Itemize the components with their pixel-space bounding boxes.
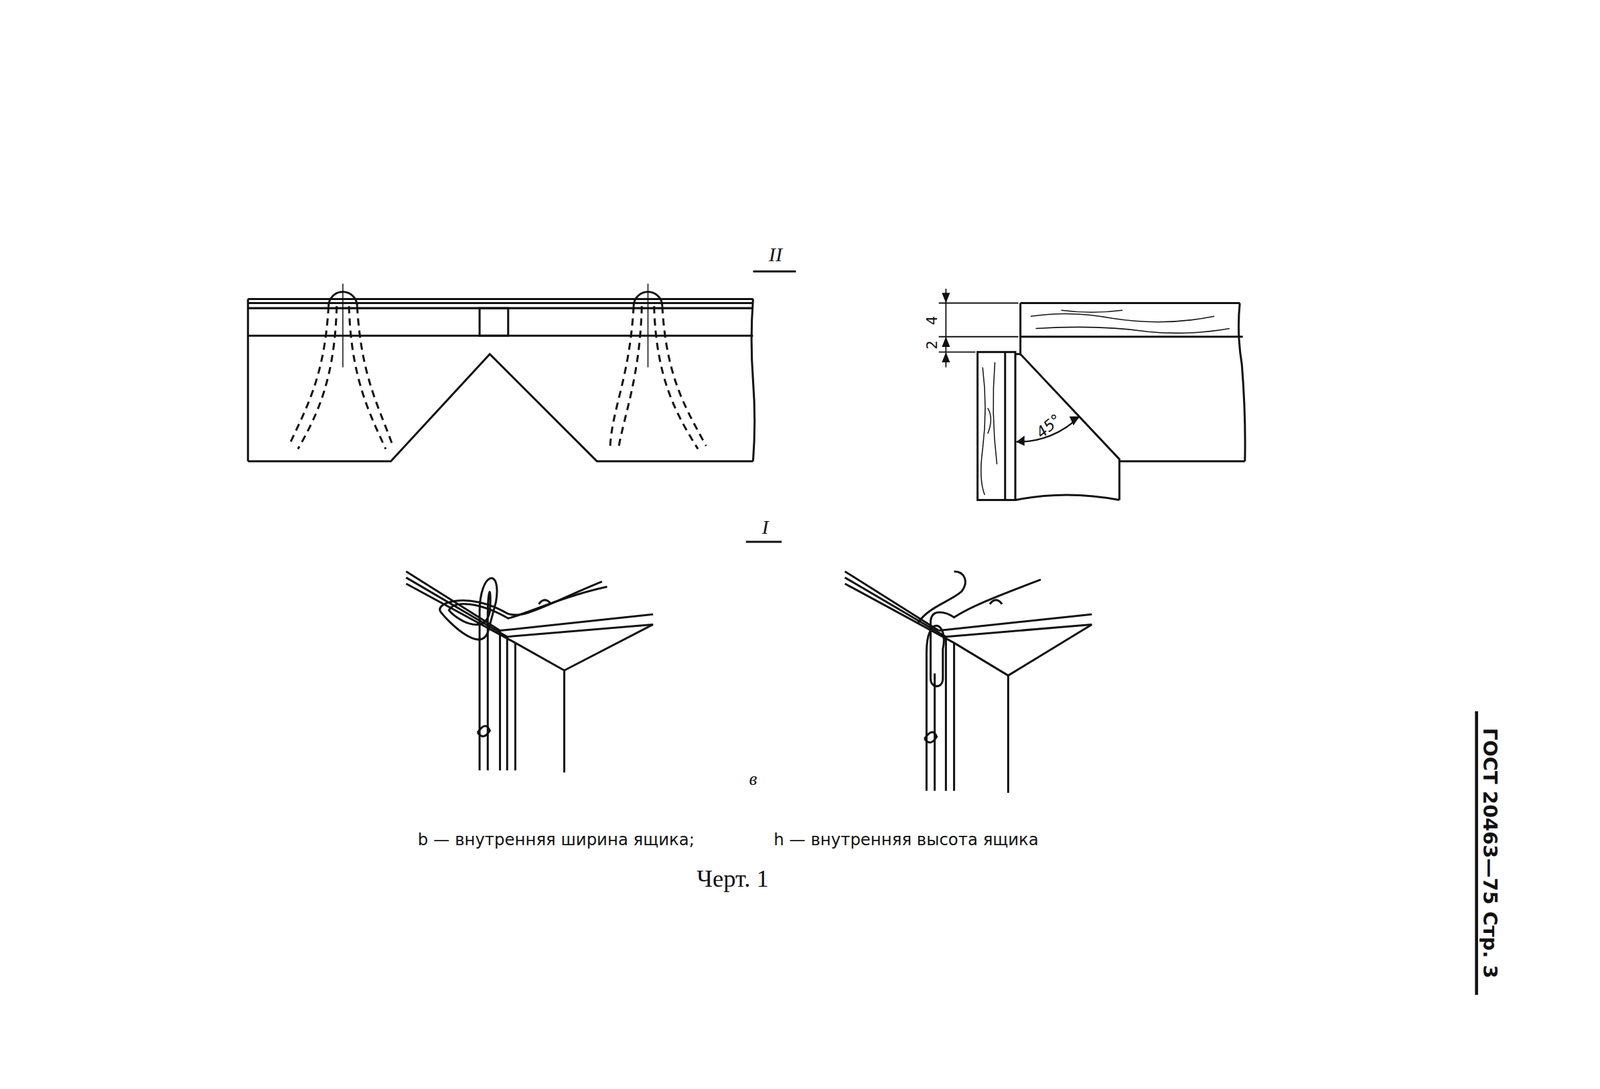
box-corner-right: [845, 571, 1093, 793]
legend-note: h — внутренняя высота ящика: [773, 831, 1039, 848]
legend-note: b — внутренняя ширина ящика;: [417, 831, 695, 848]
section-view: [938, 288, 1246, 500]
view-mark: I: [762, 516, 769, 537]
page-header: ГОСТ 20463—75 Стр. 3: [1480, 728, 1500, 979]
box-corner-left: [405, 571, 653, 773]
angle-dimension: 45°: [1033, 411, 1065, 442]
view-letter: в: [748, 769, 757, 788]
board-view: [247, 283, 755, 462]
figure-caption: Черт. 1: [696, 866, 769, 892]
header-rule: [1474, 711, 1479, 996]
view-mark: II: [768, 243, 783, 264]
underline: [752, 270, 796, 273]
dimension: 2: [924, 340, 939, 350]
dimension: 4: [924, 316, 939, 326]
underline: [746, 541, 782, 544]
